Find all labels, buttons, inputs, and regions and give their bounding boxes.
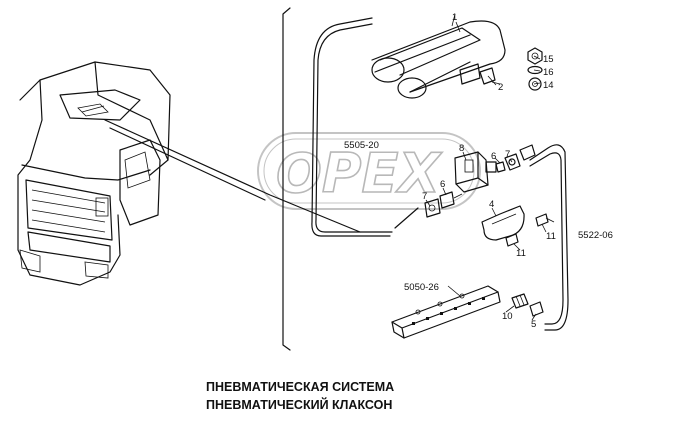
label-leaders bbox=[425, 21, 547, 321]
fittings-5-10 bbox=[511, 293, 544, 317]
air-line-5505-20 bbox=[311, 17, 419, 237]
separator-line bbox=[282, 7, 291, 351]
part-label-5: 5 bbox=[531, 319, 536, 330]
watermark-text: OPEX bbox=[276, 142, 442, 205]
fastener-set bbox=[527, 47, 543, 91]
part-label-4: 4 bbox=[489, 199, 494, 210]
solenoid-valve bbox=[454, 151, 506, 193]
air-manifold bbox=[391, 285, 501, 339]
part-label-2: 2 bbox=[498, 82, 503, 93]
hose-end bbox=[519, 144, 536, 161]
part-label-1: 1 bbox=[452, 12, 457, 23]
group-label-5505-20: 5505-20 bbox=[344, 140, 379, 151]
part-label-16: 16 bbox=[543, 67, 554, 78]
part-label-7-lower: 7 bbox=[422, 191, 427, 202]
leader-line bbox=[104, 119, 361, 233]
group-label-5050-26: 5050-26 bbox=[404, 282, 439, 293]
group-label-5522-06: 5522-06 bbox=[578, 230, 613, 241]
part-label-15: 15 bbox=[543, 54, 554, 65]
truck-cab-illustration bbox=[17, 61, 171, 286]
mounting-bracket bbox=[481, 205, 555, 247]
part-label-11-lower: 11 bbox=[516, 248, 526, 259]
air-horn-assembly bbox=[371, 13, 506, 99]
caption-line-1: ПНЕВМАТИЧЕСКАЯ СИСТЕМА bbox=[206, 380, 394, 394]
part-label-11-right: 11 bbox=[546, 231, 556, 242]
part-label-8: 8 bbox=[459, 143, 464, 154]
fittings-6-7 bbox=[424, 153, 521, 218]
watermark-logo: OPEX bbox=[257, 132, 481, 210]
part-label-10: 10 bbox=[502, 311, 513, 322]
part-label-14: 14 bbox=[543, 80, 554, 91]
part-label-6-upper: 6 bbox=[491, 151, 496, 162]
caption-line-2: ПНЕВМАТИЧЕСКИЙ КЛАКСОН bbox=[206, 397, 392, 412]
air-line-5522-06 bbox=[529, 144, 569, 331]
part-label-7-upper: 7 bbox=[505, 149, 510, 160]
part-label-6-lower: 6 bbox=[440, 179, 445, 190]
